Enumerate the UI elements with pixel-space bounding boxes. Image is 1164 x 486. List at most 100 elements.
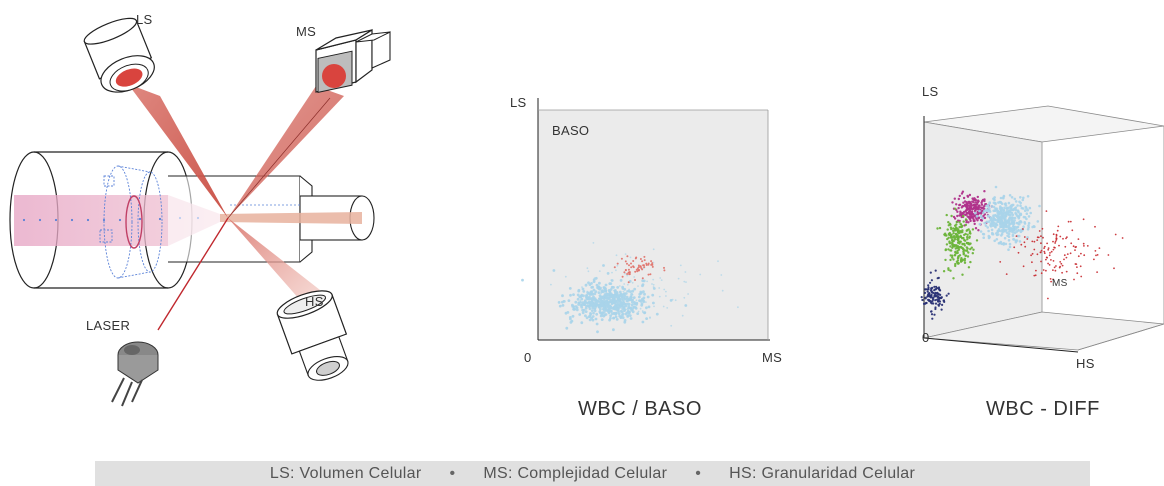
baso-lymph-dot — [590, 282, 593, 285]
baso-lymph-dot — [561, 294, 564, 298]
diff-magenta-dot — [957, 206, 960, 210]
baso-lymph-dot — [600, 302, 603, 305]
diff-green-dot — [966, 233, 969, 236]
diff-green-dot — [949, 249, 952, 252]
diff-red-dot — [1069, 252, 1072, 255]
baso-lymph-dot — [631, 300, 634, 304]
diff-navy-dot — [934, 269, 937, 272]
diff-red-dot — [1076, 272, 1079, 275]
baso-lymph-dot — [596, 299, 600, 303]
baso-scatter-dot — [623, 283, 626, 285]
diff-magenta-dot — [983, 204, 986, 208]
diff-green-dot — [948, 222, 952, 225]
baso-scatter-dot — [622, 304, 625, 306]
baso-lymph-dot — [602, 308, 606, 312]
diff-lightblue-dot — [994, 213, 997, 217]
baso-red-dot — [643, 266, 646, 269]
baso-lymph-dot — [643, 311, 647, 314]
diff-lightblue-dot — [992, 217, 995, 221]
baso-lymph-dot — [583, 299, 587, 302]
diff-lightblue-dot — [992, 201, 996, 205]
legend-item-ms: MS: Complejidad Celular — [483, 464, 668, 482]
diff-red-dot — [1033, 248, 1036, 251]
baso-scatter-dot — [677, 277, 680, 280]
baso-lymph-dot — [605, 292, 609, 296]
diff-red-dot — [1055, 239, 1058, 241]
diff-magenta-dot — [953, 197, 956, 200]
baso-scatter-dot — [666, 307, 669, 309]
diff-magenta-dot — [970, 204, 973, 207]
baso-lymph-dot — [642, 279, 646, 283]
baso-lymph-dot — [599, 307, 602, 311]
diff-magenta-dot — [968, 206, 972, 209]
baso-lymph-dot — [609, 309, 613, 313]
baso-scatter-dot — [660, 279, 663, 281]
diff-lightblue-dot — [997, 201, 1000, 204]
legend-separator: • — [695, 464, 702, 482]
diff-red-dot — [1015, 235, 1018, 238]
diff-lightblue-dot — [1002, 196, 1005, 200]
baso-lymph-dot — [591, 298, 595, 301]
diff-magenta-dot — [965, 221, 968, 224]
baso-scatter-dot — [685, 281, 687, 283]
diff-lightblue-dot — [981, 217, 985, 220]
diff-lightblue-dot — [1028, 206, 1032, 210]
baso-red-dot — [616, 262, 619, 265]
baso-red-dot — [627, 271, 630, 274]
diff-red-dot — [1052, 233, 1055, 236]
nozzle-outline — [99, 165, 163, 279]
diff-magenta-dot — [959, 212, 962, 215]
baso-lymph-dot — [628, 310, 631, 314]
diff-red-dot — [1023, 236, 1026, 238]
baso-lymph-dot — [626, 315, 630, 318]
diff-green-dot — [963, 257, 967, 260]
baso-scatter-dot — [592, 242, 595, 244]
baso-red-dot — [623, 271, 626, 274]
baso-red-dot — [632, 260, 635, 262]
diff-lightblue-dot — [1026, 208, 1029, 212]
baso-lymph-dot — [592, 311, 595, 315]
diff-lightblue-dot — [992, 205, 996, 209]
baso-scatter-dot — [652, 283, 655, 286]
diff-green-dot — [961, 229, 964, 232]
diff-magenta-dot — [974, 199, 978, 202]
diff-lightblue-dot — [1014, 206, 1018, 209]
diff-red-dot — [1080, 252, 1082, 255]
diff-lightblue-dot — [1024, 205, 1028, 209]
diff-red-dot — [1040, 260, 1042, 263]
baso-lymph-dot — [611, 312, 614, 316]
diff-lightblue-dot — [1011, 233, 1015, 236]
diff-red-dot — [1035, 269, 1037, 272]
diff-lightblue-dot — [990, 205, 994, 208]
diff-lightblue-dot — [1022, 215, 1026, 219]
baso-lymph-dot — [569, 293, 572, 297]
diff-magenta-dot — [980, 203, 984, 206]
diff-navy-dot — [937, 300, 940, 303]
diff-lightblue-dot — [1023, 221, 1026, 224]
baso-scatter-dot — [737, 306, 739, 309]
diff-green-dot — [969, 232, 972, 235]
diff-green-dot — [951, 254, 954, 257]
baso-lymph-dot — [615, 300, 619, 303]
baso-lymph-dot — [620, 293, 624, 296]
diff-lightblue-dot — [1008, 245, 1012, 249]
diff-lightblue-dot — [986, 226, 989, 229]
diff-red-dot — [1040, 242, 1042, 245]
baso-lymph-dot — [575, 308, 579, 312]
baso-lymph-dot — [578, 313, 582, 316]
baso-lymph-dot — [614, 315, 618, 319]
diff-red-dot — [1114, 233, 1117, 236]
diff-red-dot — [1063, 254, 1066, 257]
baso-red-dot — [651, 265, 654, 268]
baso-red-dot — [643, 255, 646, 258]
baso-scatter-dot — [585, 283, 588, 286]
baso-scatter-dot — [631, 293, 634, 296]
diff-magenta-dot — [966, 208, 970, 211]
diff-lightblue-dot — [1008, 210, 1011, 213]
baso-scatter-dot — [620, 300, 623, 303]
diff-lightblue-dot — [1019, 212, 1023, 216]
diff-lightblue-dot — [1010, 204, 1014, 208]
diff-green-dot — [952, 232, 955, 235]
baso-lymph-dot — [607, 295, 610, 298]
diff-green-dot — [957, 241, 960, 244]
